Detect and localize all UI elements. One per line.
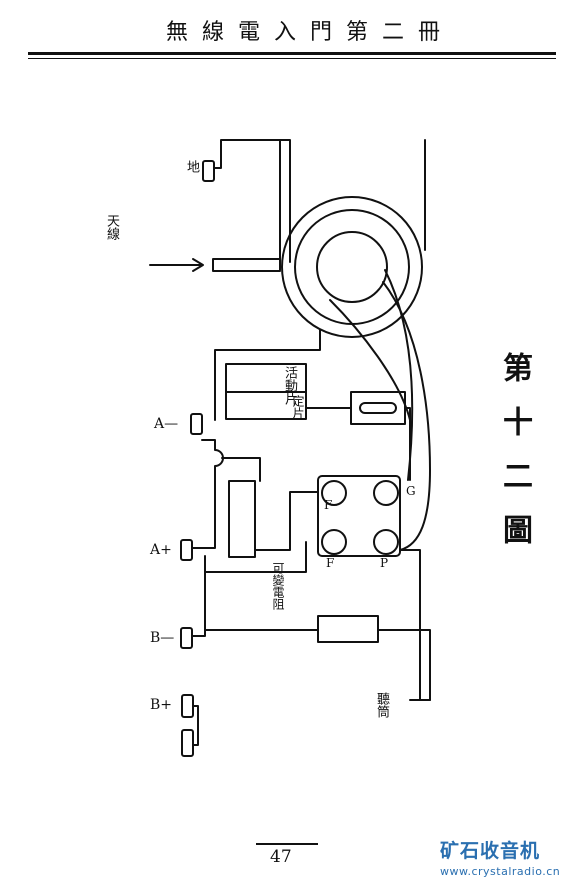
label-variable-resistor: 可變電阻 xyxy=(271,562,285,610)
page-header: 無線電入門第二冊 xyxy=(0,6,576,59)
phone-jack xyxy=(181,729,194,757)
rheostat-leads xyxy=(204,491,319,573)
socket-pin-g xyxy=(373,480,399,506)
a-minus-terminal xyxy=(190,413,203,435)
header-rule-thick xyxy=(28,52,556,55)
b-minus-terminal xyxy=(180,627,193,649)
label-fixed-plates: 定片 xyxy=(291,395,305,419)
antenna-arrow xyxy=(149,258,204,272)
antenna-wire xyxy=(212,258,281,272)
label-ground: 地 xyxy=(184,160,199,173)
a-minus-wire xyxy=(201,439,224,541)
ground-terminal xyxy=(202,160,215,182)
outer-coil-inner-edge xyxy=(294,209,410,325)
coil-lead-1 xyxy=(382,281,431,551)
a-plus-terminal xyxy=(180,539,193,561)
footer-rule xyxy=(256,843,318,845)
socket-pin-p xyxy=(373,529,399,555)
socket-pin-f2 xyxy=(321,529,347,555)
condenser-lead xyxy=(214,329,321,421)
label-terminal-f2: F xyxy=(326,556,335,570)
coil-frame xyxy=(279,139,426,271)
plate-lead xyxy=(399,549,421,701)
label-a-plus: A+ xyxy=(150,542,172,558)
figure-title: 第十二圖 xyxy=(497,352,532,568)
page-number: 47 xyxy=(270,847,292,867)
a-minus-link xyxy=(221,457,261,482)
grid-leak xyxy=(359,402,397,414)
b-plus-link xyxy=(192,705,199,746)
watermark-url: www.crystalradio.cn xyxy=(440,865,561,878)
a-plus-wire xyxy=(191,539,216,549)
watermark-name: 矿石收音机 xyxy=(440,840,541,862)
earphone-lead xyxy=(377,629,431,701)
running-title: 無線電入門第二冊 xyxy=(165,20,454,45)
tube-socket xyxy=(317,475,401,557)
ground-wire xyxy=(213,139,291,263)
label-b-plus: B+ xyxy=(150,697,173,713)
b-plus-terminal xyxy=(181,694,194,718)
b-minus-wire xyxy=(191,629,319,637)
label-b-minus: B— xyxy=(150,630,175,646)
label-earphone: 聽筒 xyxy=(374,692,389,718)
earphone-block xyxy=(317,615,379,643)
watermark: 矿石收音机 www.crystalradio.cn xyxy=(440,836,560,878)
label-a-minus: A— xyxy=(154,416,179,432)
socket-pin-f1 xyxy=(321,480,347,506)
header-rule-thin xyxy=(28,58,556,59)
grid-leads xyxy=(305,407,411,481)
label-terminal-f1: F xyxy=(324,498,333,512)
outer-coil xyxy=(281,196,423,338)
label-terminal-p: P xyxy=(380,556,389,570)
label-terminal-g: G xyxy=(406,484,416,498)
label-antenna: 天線 xyxy=(104,214,119,240)
rheostat xyxy=(228,480,256,558)
inner-coil xyxy=(316,231,388,303)
label-movable-plates: 活動片 xyxy=(282,366,297,405)
